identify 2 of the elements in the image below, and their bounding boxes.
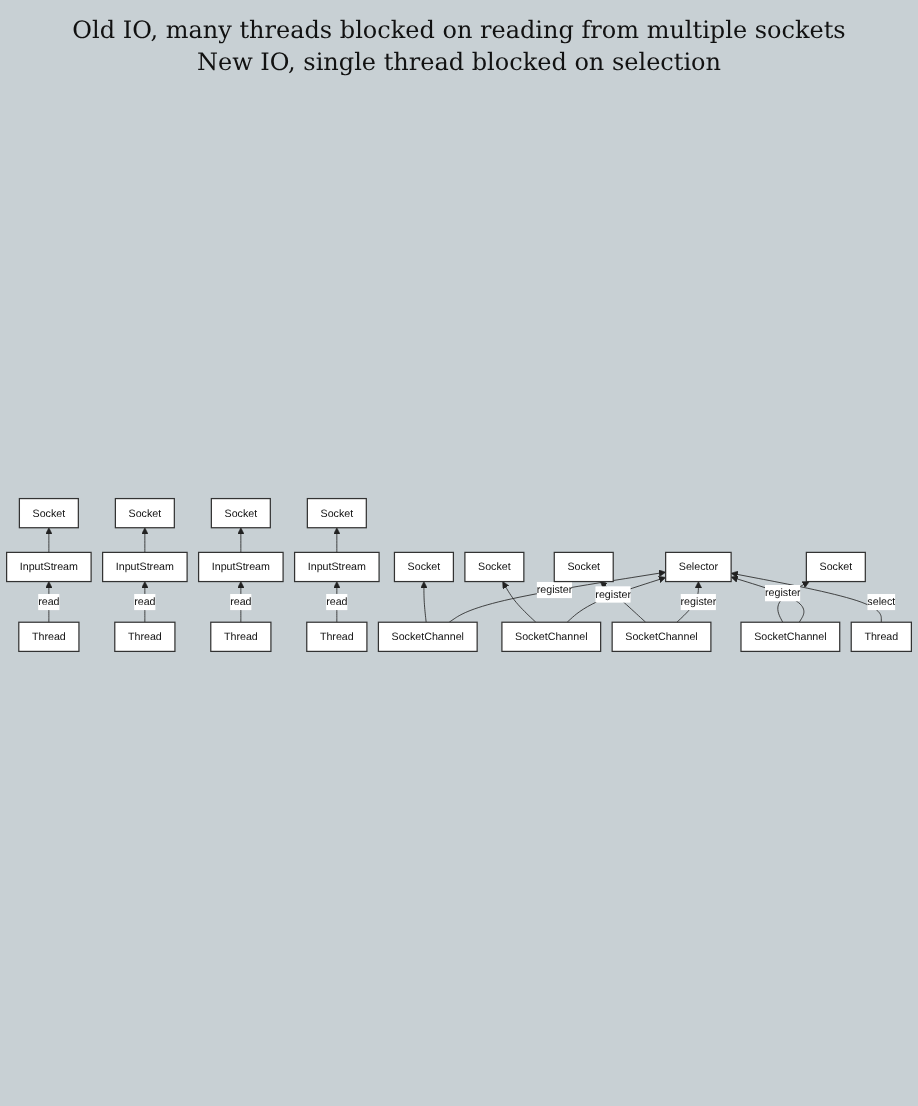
section-heading: Old IO, many threads blocked on reading from multiple sockets xyxy=(70,16,848,44)
section-heading: New IO, single thread blocked on selection xyxy=(194,48,724,76)
